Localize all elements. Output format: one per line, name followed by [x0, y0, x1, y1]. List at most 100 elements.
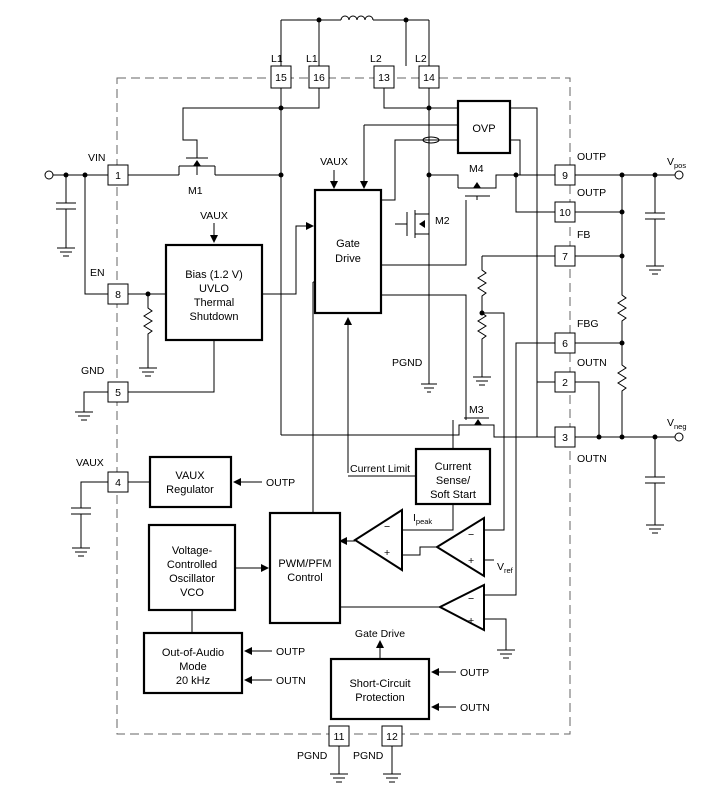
audio-line-1: Out-of-Audio — [162, 647, 224, 659]
vco-line-3: Oscillator — [169, 573, 215, 585]
comp1-minus: − — [384, 521, 390, 533]
pwm-pfm-block — [268, 511, 342, 625]
vco-line-4: VCO — [180, 587, 204, 599]
vaux-pin-label: VAUX — [76, 457, 104, 469]
vco-line-2: Controlled — [167, 559, 217, 571]
pin-4-number: 4 — [115, 477, 121, 489]
fbg-label: FBG — [577, 318, 599, 330]
vneg-label: Vneg — [667, 417, 687, 431]
amp-plus: + — [468, 555, 474, 567]
outp-9-label: OUTP — [577, 151, 606, 163]
fbg-comparator — [437, 583, 485, 632]
m1-transistor — [128, 107, 281, 176]
pin-2-number: 2 — [562, 377, 568, 389]
vpos-capacitor — [645, 175, 665, 275]
pin-10-number: 10 — [559, 207, 571, 219]
pin-6-number: 6 — [562, 338, 568, 350]
sc-outn-label: OUTN — [460, 702, 490, 714]
pin-7-number: 7 — [562, 251, 568, 263]
short-circuit-block — [329, 657, 431, 721]
gate-drive-line-2: Drive — [335, 253, 361, 265]
l2-label-b: L2 — [415, 53, 427, 65]
pin-16-number: 16 — [313, 72, 325, 84]
current-comparator — [353, 508, 403, 572]
vaux-regulator-line-1: VAUX — [175, 470, 205, 482]
vref-label: Vref — [497, 561, 514, 575]
bias-line-3: Thermal — [194, 297, 234, 309]
audio-outn-label: OUTN — [276, 675, 306, 687]
bias-line-1: Bias (1.2 V) — [185, 269, 242, 281]
current-sense-line-3: Soft Start — [430, 489, 476, 501]
pin-9-number: 9 — [562, 170, 568, 182]
pin-8-number: 8 — [115, 289, 121, 301]
pin-15-number: 15 — [275, 72, 287, 84]
comp1-plus: + — [384, 547, 390, 559]
comp3-minus: − — [468, 593, 474, 605]
short-circuit-line-2: Protection — [355, 692, 405, 704]
fb-label: FB — [577, 229, 590, 241]
ipeak-label: Ipeak — [413, 512, 432, 526]
pin-3-number: 3 — [562, 432, 568, 444]
pgnd-internal-label: PGND — [392, 357, 423, 369]
l1-label-b: L1 — [306, 53, 318, 65]
vaux-regulator-line-2: Regulator — [166, 484, 214, 496]
ovp-text: OVP — [472, 123, 495, 135]
pin-1-number: 1 — [115, 170, 121, 182]
feedback-divider — [617, 175, 627, 437]
bias-vaux-label: VAUX — [200, 210, 228, 222]
vco-block — [147, 523, 237, 612]
amp-minus: − — [468, 529, 474, 541]
short-circuit-line-1: Short-Circuit — [349, 678, 410, 690]
vaux-regulator-outp-label: OUTP — [266, 477, 295, 489]
sc-outp-label: OUTP — [460, 667, 489, 679]
pin-13-number: 13 — [378, 72, 390, 84]
m2-label: M2 — [435, 215, 450, 227]
outp-10-label: OUTP — [577, 187, 606, 199]
pwm-line-2: Control — [287, 572, 322, 584]
m3-label: M3 — [469, 404, 484, 416]
vpos-terminal — [674, 170, 684, 180]
vin-capacitor — [56, 175, 76, 257]
audio-line-3: 20 kHz — [176, 675, 210, 687]
comp3-plus: + — [468, 615, 474, 627]
gate-drive-vaux-label: VAUX — [320, 156, 348, 168]
sc-gate-drive-label: Gate Drive — [355, 628, 405, 640]
m4-transistor — [429, 174, 563, 200]
m2-transistor — [395, 210, 429, 238]
inductor — [281, 15, 429, 23]
m4-label: M4 — [469, 163, 484, 175]
m1-label: M1 — [188, 185, 203, 197]
pgnd-12-label: PGND — [353, 750, 384, 762]
vneg-terminal — [674, 432, 684, 442]
pgnd-11-label: PGND — [297, 750, 328, 762]
vin-terminal — [44, 170, 54, 180]
outn-3-label: OUTN — [577, 453, 607, 465]
bias-line-2: UVLO — [199, 283, 229, 295]
vpos-label: Vpos — [667, 156, 686, 170]
gate-drive-block — [313, 188, 383, 315]
audio-outp-label: OUTP — [276, 646, 305, 658]
l2-label-a: L2 — [370, 53, 382, 65]
vaux-regulator-block — [148, 455, 233, 509]
vco-line-1: Voltage- — [172, 545, 213, 557]
outn-2-label: OUTN — [577, 357, 607, 369]
en-label: EN — [90, 267, 105, 279]
voltage-error-amp — [435, 516, 485, 578]
ovp-block — [456, 99, 512, 155]
current-sense-line-1: Current — [435, 461, 472, 473]
bias-uvlo-block — [164, 243, 264, 342]
pwm-line-1: PWM/PFM — [278, 558, 331, 570]
out-of-audio-block — [142, 631, 244, 695]
bias-line-4: Shutdown — [190, 311, 239, 323]
audio-line-2: Mode — [179, 661, 207, 673]
en-pulldown-resistor — [139, 294, 157, 377]
vin-label: VIN — [88, 152, 106, 164]
current-sense-line-2: Sense/ — [436, 475, 471, 487]
vneg-capacitor — [645, 437, 665, 534]
m3-transistor — [281, 414, 537, 438]
gate-drive-line-1: Gate — [336, 238, 360, 250]
l1-label-a: L1 — [271, 53, 283, 65]
pin-12-number: 12 — [386, 731, 398, 743]
gnd-label: GND — [81, 365, 105, 377]
